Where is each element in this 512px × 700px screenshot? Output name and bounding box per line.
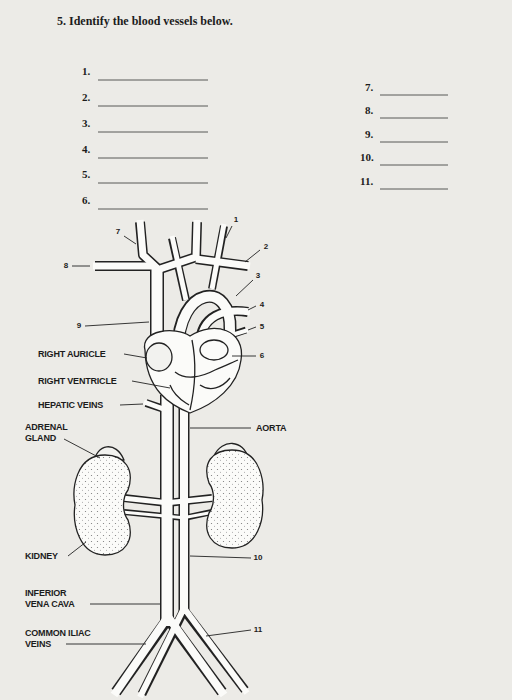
part-label: COMMON ILIAC VEINS — [25, 628, 107, 650]
leader-line — [232, 356, 256, 357]
part-label: ADRENAL GLAND — [25, 422, 77, 444]
blank-number: 11. — [360, 175, 373, 188]
leader-lines — [64, 226, 260, 644]
leader-line — [190, 428, 251, 429]
callout-number: 3 — [256, 271, 260, 281]
vein — [93, 263, 152, 270]
part-label: INFERIOR VENA CAVA — [25, 588, 87, 610]
callout-number: 5 — [260, 322, 264, 332]
artery — [172, 236, 186, 300]
artery — [184, 608, 247, 693]
leader-line — [120, 404, 143, 405]
blank-number: 2. — [82, 91, 90, 104]
artery — [212, 224, 224, 289]
vein — [162, 393, 173, 626]
callout-number: 1 — [234, 215, 238, 225]
part-label: AORTA — [256, 423, 286, 434]
blank-number: 3. — [82, 117, 90, 130]
leader-line — [236, 280, 253, 296]
leader-line — [124, 354, 147, 358]
leader-line — [66, 644, 146, 645]
leader-line — [248, 306, 256, 310]
answer-line — [380, 165, 448, 166]
callout-number: 8 — [64, 261, 68, 271]
callout-number: 6 — [260, 351, 264, 361]
leader-line — [248, 327, 256, 330]
artery — [140, 608, 184, 697]
callout-number: 11 — [254, 625, 262, 635]
kidney — [74, 455, 130, 555]
left-atrium — [200, 340, 228, 360]
answer-line — [98, 183, 208, 184]
blank-number: 8. — [365, 104, 373, 117]
ventricle-line — [170, 385, 189, 405]
answer-line — [380, 95, 448, 96]
kidneys — [74, 443, 263, 555]
part-label: RIGHT VENTRICLE — [38, 376, 117, 387]
vein — [140, 220, 157, 268]
ventricle-line — [200, 378, 230, 389]
answer-line — [98, 132, 208, 133]
leader-line — [245, 250, 260, 262]
leader-line — [190, 556, 251, 558]
leader-line — [85, 322, 149, 326]
blank-number: 7. — [365, 81, 373, 94]
leader-line — [64, 439, 100, 458]
blank-number: 10. — [360, 151, 374, 164]
blank-number: 5. — [82, 168, 90, 181]
vein — [144, 402, 169, 411]
vein — [165, 498, 214, 503]
leader-line — [124, 236, 136, 244]
answer-line — [98, 106, 208, 107]
heart-outline — [145, 328, 242, 413]
leader-line — [132, 381, 170, 388]
leader-line — [72, 266, 90, 267]
answer-line — [98, 209, 208, 210]
valve-line — [175, 360, 238, 377]
leader-line — [90, 604, 160, 605]
kidney — [207, 450, 263, 548]
answer-lines — [98, 80, 448, 209]
blank-number: 9. — [365, 128, 373, 141]
blank-number: 4. — [82, 143, 90, 156]
vein — [122, 498, 169, 503]
callout-number: 7 — [116, 227, 120, 237]
artery — [122, 512, 186, 518]
answer-line — [98, 158, 208, 159]
callout-number: 2 — [264, 242, 268, 252]
answer-line — [380, 142, 448, 143]
part-label: HEPATIC VEINS — [38, 400, 103, 411]
blank-number: 1. — [82, 65, 90, 78]
answer-line — [380, 118, 448, 119]
part-label: KIDNEY — [25, 551, 58, 562]
answer-line — [380, 189, 448, 190]
worksheet-title: 5. Identify the blood vessels below. — [57, 14, 233, 28]
callout-number: 4 — [260, 300, 264, 310]
septum — [190, 340, 195, 410]
leader-line — [206, 630, 251, 636]
callout-number: 10 — [254, 553, 263, 563]
leader-line — [68, 542, 86, 556]
vein — [196, 259, 250, 266]
blank-number: 6. — [82, 194, 90, 207]
callout-number: 9 — [77, 321, 81, 331]
right-auricle — [146, 343, 172, 371]
heart — [145, 328, 242, 413]
part-label: RIGHT AURICLE — [38, 349, 106, 360]
answer-line — [98, 80, 208, 81]
leader-line — [226, 226, 232, 238]
